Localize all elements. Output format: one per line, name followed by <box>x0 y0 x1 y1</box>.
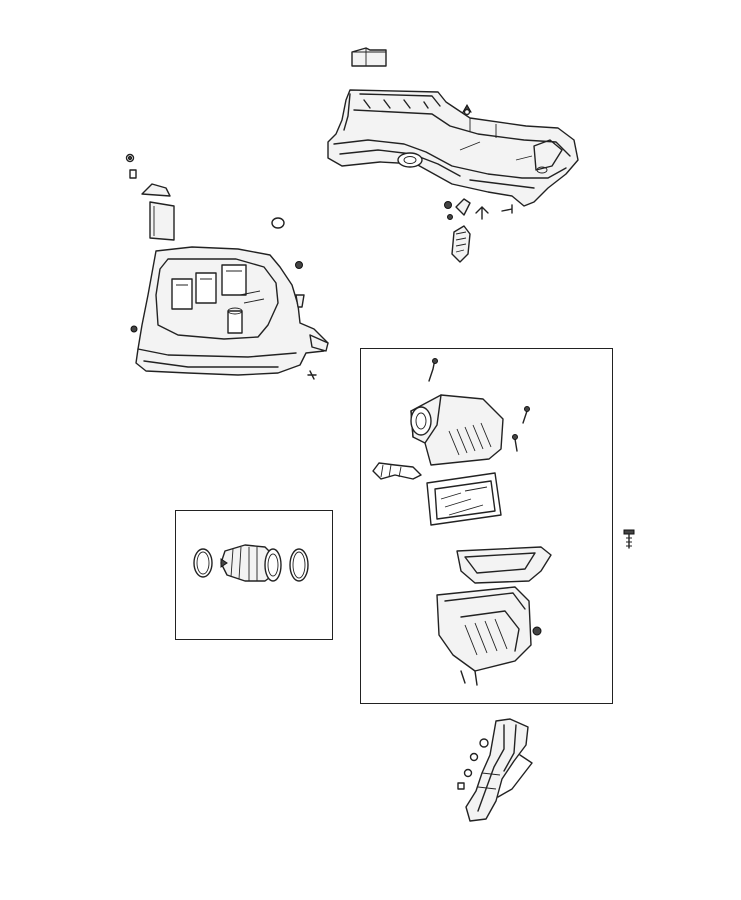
intake-hose-with-clamps <box>193 544 309 582</box>
duct-fasteners <box>444 198 513 220</box>
lower-air-duct <box>457 718 533 822</box>
air-cleaner-kit-frame <box>360 348 613 704</box>
mounting-bolt <box>623 529 635 549</box>
upper-air-duct <box>327 89 579 207</box>
duct-valve <box>451 225 471 263</box>
small-clips <box>125 153 175 241</box>
duct-clip <box>462 103 472 116</box>
resonator-housing <box>130 217 329 380</box>
air-cleaner-assembly <box>372 358 552 686</box>
duct-seal-block <box>351 47 387 67</box>
hose-kit-frame <box>175 510 333 640</box>
